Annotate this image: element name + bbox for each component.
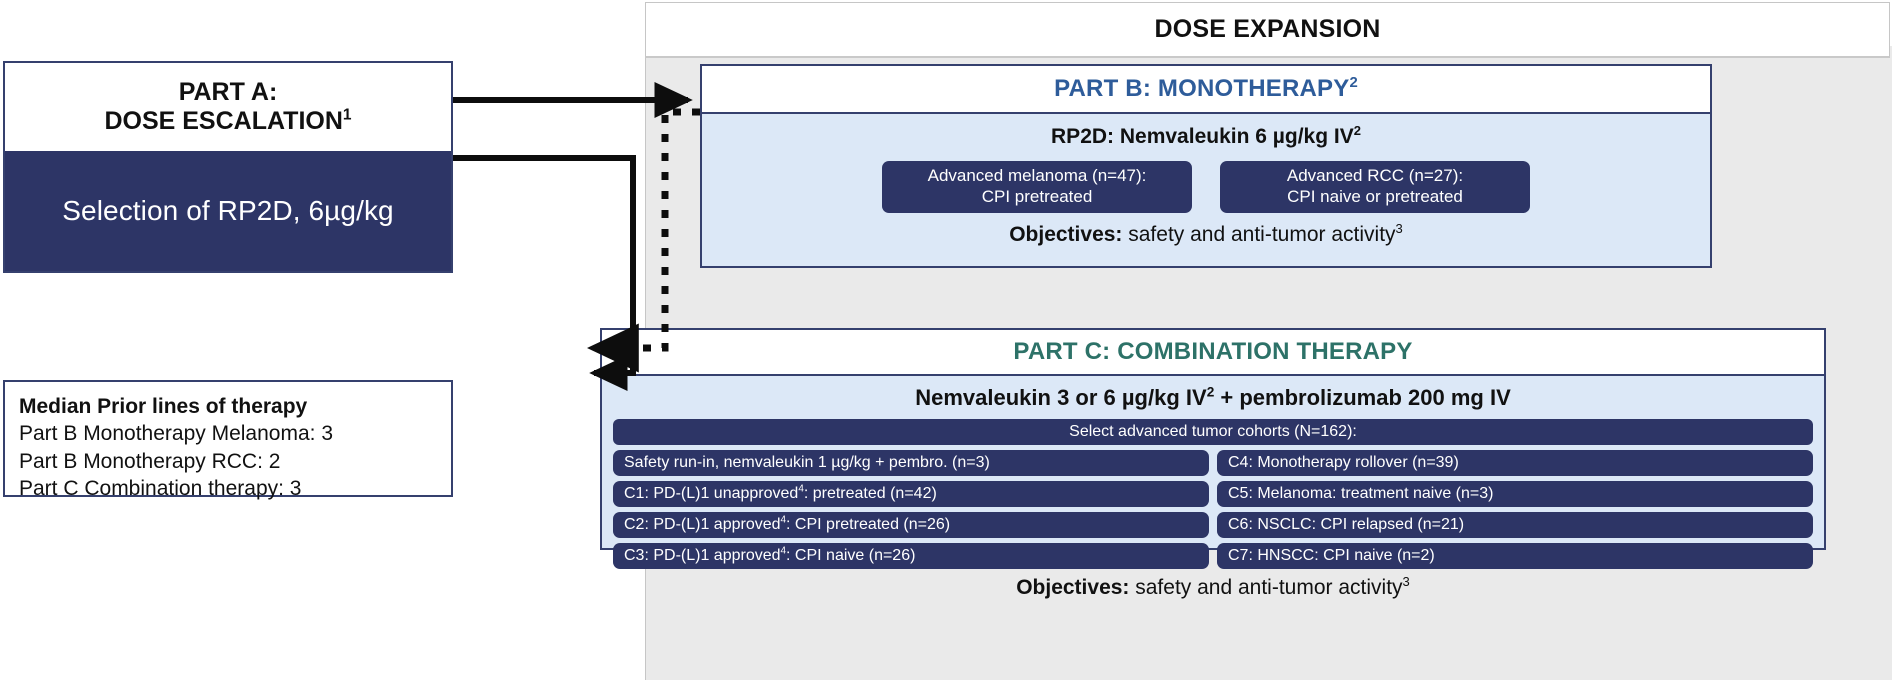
part-b-cohort-row: Advanced melanoma (n=47): CPI pretreated… bbox=[702, 161, 1710, 213]
cohort-line-1: Advanced RCC (n=27): bbox=[1286, 166, 1464, 186]
cohort-text-pre: C6: NSCLC: CPI relapsed (n=21) bbox=[1228, 516, 1465, 534]
part-b-title-strip: PART B: MONOTHERAPY2 bbox=[702, 66, 1710, 114]
part-c-title-strip: PART C: COMBINATION THERAPY bbox=[602, 330, 1824, 376]
part-c-cohorts-header-label: Select advanced tumor cohorts (N=162): bbox=[1069, 423, 1357, 440]
cohort-label: C6: NSCLC: CPI relapsed (n=21) bbox=[1228, 515, 1464, 535]
cohort-text-pre: C4: Monotherapy rollover (n=39) bbox=[1228, 454, 1459, 472]
part-b-regimen-text: RP2D: Nemvaleukin 6 µg/kg IV bbox=[1051, 125, 1354, 148]
part-b-regimen: RP2D: Nemvaleukin 6 µg/kg IV2 bbox=[702, 123, 1710, 149]
part-c-cohort-c6[interactable]: C6: NSCLC: CPI relapsed (n=21) bbox=[1217, 512, 1813, 538]
part-c-objectives-text: safety and anti-tumor activity bbox=[1129, 576, 1403, 599]
cohort-line-2: CPI pretreated bbox=[981, 187, 1093, 206]
cohort-label: C3: PD-(L)1 approved4: CPI naive (n=26) bbox=[624, 546, 915, 566]
part-c-regimen-pre: Nemvaleukin 3 or 6 µg/kg IV bbox=[915, 385, 1207, 410]
part-b-box: PART B: MONOTHERAPY2 RP2D: Nemvaleukin 6… bbox=[700, 64, 1712, 268]
part-b-cohort-rcc[interactable]: Advanced RCC (n=27): CPI naive or pretre… bbox=[1220, 161, 1530, 213]
cohort-line-2: CPI naive or pretreated bbox=[1287, 187, 1463, 206]
part-b-regimen-footnote-marker: 2 bbox=[1353, 123, 1361, 138]
part-c-objectives-label: Objectives: bbox=[1016, 576, 1130, 599]
part-c-box: PART C: COMBINATION THERAPY Nemvaleukin … bbox=[600, 328, 1826, 599]
part-c-regimen: Nemvaleukin 3 or 6 µg/kg IV2 + pembroliz… bbox=[602, 385, 1824, 411]
part-a-title-line1: PART A: bbox=[178, 77, 278, 106]
part-a-footnote-marker: 1 bbox=[342, 106, 352, 124]
cohort-text-pre: C5: Melanoma: treatment naive (n=3) bbox=[1228, 485, 1494, 503]
part-a-title-line2-text: DOSE ESCALATION bbox=[104, 107, 343, 135]
cohort-footnote-marker: 4 bbox=[780, 545, 787, 557]
part-b-objectives-label: Objectives: bbox=[1009, 223, 1123, 246]
cohort-line-1: Advanced melanoma (n=47): bbox=[927, 166, 1147, 186]
part-c-objectives: Objectives: safety and anti-tumor activi… bbox=[602, 574, 1824, 600]
part-b-objectives-footnote-marker: 3 bbox=[1395, 221, 1403, 236]
median-prior-lines-item: Part B Monotherapy Melanoma: 3 bbox=[19, 422, 333, 446]
part-b-objectives-text: safety and anti-tumor activity bbox=[1122, 223, 1396, 246]
median-prior-lines-item: Part B Monotherapy RCC: 2 bbox=[19, 449, 281, 473]
cohort-footnote-marker: 4 bbox=[780, 514, 787, 526]
cohort-label: C7: HNSCC: CPI naive (n=2) bbox=[1228, 546, 1435, 566]
part-c-title: PART C: COMBINATION THERAPY bbox=[1013, 338, 1413, 365]
part-c-cohort-grid: Safety run-in, nemvaleukin 1 µg/kg + pem… bbox=[613, 450, 1813, 569]
part-a-box: PART A: DOSE ESCALATION1 Selection of RP… bbox=[3, 61, 453, 273]
cohort-text-post: : CPI pretreated (n=26) bbox=[786, 516, 951, 534]
median-prior-lines-box: Median Prior lines of therapy Part B Mon… bbox=[3, 380, 453, 500]
dose-expansion-title: DOSE EXPANSION bbox=[1154, 15, 1381, 43]
part-b-title: PART B: MONOTHERAPY2 bbox=[1054, 75, 1358, 103]
part-b-objectives: Objectives: safety and anti-tumor activi… bbox=[702, 221, 1710, 247]
cohort-text-pre: C2: PD-(L)1 approved bbox=[624, 516, 781, 534]
part-c-cohort-c2[interactable]: C2: PD-(L)1 approved4: CPI pretreated (n… bbox=[613, 512, 1209, 538]
part-b-cohort-rcc-label: Advanced RCC (n=27): CPI naive or pretre… bbox=[1287, 166, 1463, 207]
cohort-label: C5: Melanoma: treatment naive (n=3) bbox=[1228, 484, 1493, 504]
part-c-regimen-footnote-marker: 2 bbox=[1206, 384, 1215, 400]
cohort-text-pre: Safety run-in, nemvaleukin 1 µg/kg + pem… bbox=[624, 454, 990, 472]
part-c-cohort-c7[interactable]: C7: HNSCC: CPI naive (n=2) bbox=[1217, 543, 1813, 569]
dose-expansion-header: DOSE EXPANSION bbox=[645, 2, 1890, 58]
part-c-cohort-safety-run-in[interactable]: Safety run-in, nemvaleukin 1 µg/kg + pem… bbox=[613, 450, 1209, 476]
part-c-cohort-c1[interactable]: C1: PD-(L)1 unapproved4: pretreated (n=4… bbox=[613, 481, 1209, 507]
median-prior-lines-heading: Median Prior lines of therapy bbox=[19, 395, 308, 418]
part-a-selection-text: Selection of RP2D, 6µg/kg bbox=[62, 195, 394, 226]
cohort-text-post: : pretreated (n=42) bbox=[803, 485, 937, 503]
cohort-text-post: : CPI naive (n=26) bbox=[786, 547, 916, 565]
part-b-cohort-melanoma-label: Advanced melanoma (n=47): CPI pretreated bbox=[928, 166, 1147, 207]
part-c-cohort-c5[interactable]: C5: Melanoma: treatment naive (n=3) bbox=[1217, 481, 1813, 507]
cohort-text-pre: C1: PD-(L)1 unapproved bbox=[624, 485, 799, 503]
part-c-cohorts-area: Select advanced tumor cohorts (N=162): S… bbox=[602, 419, 1824, 569]
part-a-selection-band: Selection of RP2D, 6µg/kg bbox=[5, 151, 451, 271]
cohort-label: C1: PD-(L)1 unapproved4: pretreated (n=4… bbox=[624, 484, 937, 504]
part-c-cohort-c4[interactable]: C4: Monotherapy rollover (n=39) bbox=[1217, 450, 1813, 476]
cohort-label: C2: PD-(L)1 approved4: CPI pretreated (n… bbox=[624, 515, 950, 535]
part-c-cohorts-header: Select advanced tumor cohorts (N=162): bbox=[613, 419, 1813, 445]
part-b-cohort-melanoma[interactable]: Advanced melanoma (n=47): CPI pretreated bbox=[882, 161, 1192, 213]
part-c-regimen-post: + pembrolizumab 200 mg IV bbox=[1214, 385, 1511, 410]
cohort-text-pre: C3: PD-(L)1 approved bbox=[624, 547, 781, 565]
cohort-label: C4: Monotherapy rollover (n=39) bbox=[1228, 453, 1459, 473]
cohort-text-pre: C7: HNSCC: CPI naive (n=2) bbox=[1228, 547, 1435, 565]
part-a-title-area: PART A: DOSE ESCALATION1 bbox=[5, 63, 451, 151]
cohort-footnote-marker: 4 bbox=[798, 483, 804, 495]
part-a-title-line2: DOSE ESCALATION1 bbox=[104, 107, 351, 137]
part-b-footnote-marker: 2 bbox=[1349, 75, 1358, 91]
part-c-objectives-footnote-marker: 3 bbox=[1402, 574, 1410, 589]
median-prior-lines-item: Part C Combination therapy: 3 bbox=[19, 476, 302, 500]
cohort-label: Safety run-in, nemvaleukin 1 µg/kg + pem… bbox=[624, 453, 990, 473]
part-c-cohort-c3[interactable]: C3: PD-(L)1 approved4: CPI naive (n=26) bbox=[613, 543, 1209, 569]
part-b-title-text: PART B: MONOTHERAPY bbox=[1054, 75, 1350, 102]
